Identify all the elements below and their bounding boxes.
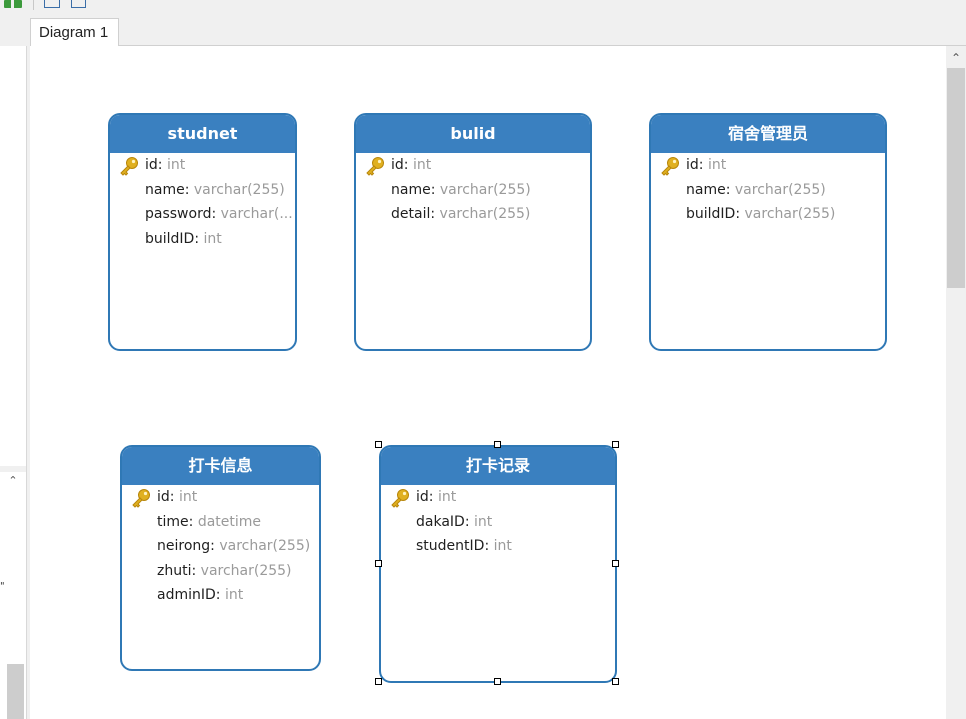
field-name: neirong (157, 538, 211, 554)
field-name: name (391, 181, 431, 198)
entity-title: 打卡信息 (122, 447, 319, 485)
resize-handle-sw[interactable] (375, 678, 382, 685)
field-name: dakaID (416, 513, 465, 530)
field-list: id: int time: datetime neirong: varchar(… (122, 485, 319, 611)
chevron-up-icon[interactable]: ⌃ (8, 474, 18, 487)
left-panel: ⌃ " (0, 46, 27, 719)
left-panel-upper (0, 46, 26, 466)
field-type: varchar(... (220, 206, 293, 222)
field-name: zhuti (157, 562, 192, 579)
field-name: id (416, 489, 429, 505)
field-type: int (203, 230, 222, 247)
field-type: datetime (197, 513, 262, 530)
field-name: time (157, 513, 189, 530)
entity-title: studnet (110, 115, 295, 153)
field-row[interactable]: id: int (110, 156, 295, 181)
field-name: id (157, 489, 170, 505)
field-row[interactable]: adminID: int (157, 587, 244, 603)
left-scrollbar-thumb[interactable] (7, 664, 24, 719)
field-type: int (178, 489, 198, 505)
field-row[interactable]: name: varchar(255) (686, 181, 826, 198)
tab-diagram-1[interactable]: Diagram 1 (30, 18, 119, 46)
field-row[interactable]: id: int (356, 156, 590, 181)
tab-strip-line (119, 45, 966, 46)
resize-handle-s[interactable] (494, 678, 501, 685)
field-row[interactable]: detail: varchar(255) (391, 206, 531, 222)
field-row[interactable]: buildID: varchar(255) (686, 206, 836, 222)
field-list: id: int name: varchar(255) detail: varch… (356, 153, 590, 230)
field-type: varchar(255) (193, 181, 285, 198)
field-type: int (166, 157, 186, 173)
field-row[interactable]: password: varchar(... (145, 206, 293, 222)
resize-handle-e[interactable] (612, 560, 619, 567)
chevron-up-icon[interactable]: ⌃ (950, 51, 962, 65)
field-row[interactable]: id: int (651, 156, 885, 181)
add-relation-icon[interactable] (44, 0, 60, 8)
key-icon (389, 488, 411, 508)
field-type: int (412, 157, 432, 173)
scrollbar-thumb[interactable] (947, 68, 965, 288)
field-name: studentID (416, 538, 485, 554)
left-panel-text-fragment: " (0, 581, 5, 592)
add-table-icon[interactable] (4, 0, 22, 8)
field-type: int (493, 538, 512, 554)
toolbar (0, 0, 966, 14)
key-icon (659, 156, 681, 176)
field-name: id (686, 157, 699, 173)
add-view-icon[interactable] (71, 0, 86, 8)
field-row[interactable]: id: int (381, 488, 615, 513)
field-name: name (686, 181, 726, 198)
field-name: id (145, 157, 158, 173)
field-name: buildID (145, 230, 195, 247)
toolbar-separator (33, 0, 34, 10)
field-type: int (474, 513, 493, 530)
field-name: buildID (686, 206, 736, 222)
entity-dorm-manager[interactable]: 宿舍管理员 id: int name: varchar(255) buildID… (649, 113, 887, 351)
resize-handle-nw[interactable] (375, 441, 382, 448)
field-name: id (391, 157, 404, 173)
resize-handle-ne[interactable] (612, 441, 619, 448)
field-type: int (224, 587, 244, 603)
entity-title: 打卡记录 (381, 447, 615, 485)
field-list: id: int name: varchar(255) buildID: varc… (651, 153, 885, 230)
entity-title: bulid (356, 115, 590, 153)
field-row[interactable]: name: varchar(255) (145, 181, 285, 198)
entity-title: 宿舍管理员 (651, 115, 885, 153)
field-type: varchar(255) (439, 206, 531, 222)
field-row[interactable]: time: datetime (157, 513, 262, 530)
vertical-scrollbar[interactable]: ⌃ (946, 46, 966, 719)
entity-checkin-info[interactable]: 打卡信息 id: int time: datetime neirong: var… (120, 445, 321, 671)
key-icon (118, 156, 140, 176)
entity-checkin-record[interactable]: 打卡记录 id: int dakaID: int studentID: int (379, 445, 617, 683)
resize-handle-n[interactable] (494, 441, 501, 448)
field-row[interactable]: name: varchar(255) (391, 181, 531, 198)
key-icon (364, 156, 386, 176)
entity-bulid[interactable]: bulid id: int name: varchar(255) detail:… (354, 113, 592, 351)
field-name: adminID (157, 587, 216, 603)
field-row[interactable]: buildID: int (145, 230, 222, 247)
field-name: password (145, 206, 212, 222)
left-panel-divider (0, 466, 26, 472)
field-row[interactable]: dakaID: int (416, 513, 493, 530)
field-type: varchar(255) (200, 562, 292, 579)
field-type: int (437, 489, 457, 505)
field-row[interactable]: studentID: int (416, 538, 512, 554)
key-icon (130, 488, 152, 508)
field-name: name (145, 181, 185, 198)
field-row[interactable]: id: int (122, 488, 319, 513)
resize-handle-w[interactable] (375, 560, 382, 567)
field-row[interactable]: neirong: varchar(255) (157, 538, 311, 554)
field-list: id: int name: varchar(255) password: var… (110, 153, 295, 254)
entity-studnet[interactable]: studnet id: int name: varchar(255) passw… (108, 113, 297, 351)
resize-handle-se[interactable] (612, 678, 619, 685)
field-type: varchar(255) (439, 181, 531, 198)
field-type: varchar(255) (744, 206, 836, 222)
field-type: varchar(255) (734, 181, 826, 198)
field-type: int (707, 157, 727, 173)
field-list: id: int dakaID: int studentID: int (381, 485, 615, 562)
field-name: detail (391, 206, 431, 222)
field-row[interactable]: zhuti: varchar(255) (157, 562, 292, 579)
field-type: varchar(255) (219, 538, 311, 554)
